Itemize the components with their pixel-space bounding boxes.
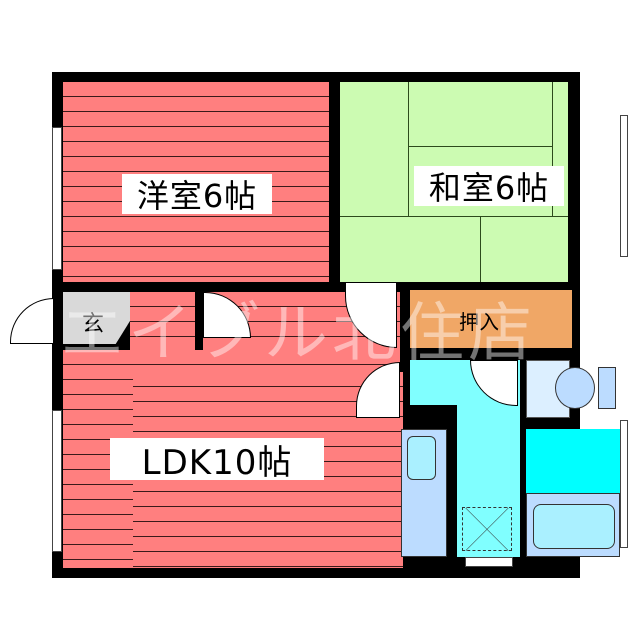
bathroom <box>526 429 620 493</box>
ldk-floor-upper <box>130 292 195 350</box>
window <box>465 557 513 567</box>
western-room-label: 洋室6帖 <box>122 174 272 215</box>
toilet-tank-icon <box>598 367 616 409</box>
toilet-bowl-icon <box>555 367 595 409</box>
ldk-label: LDK10帖 <box>110 438 324 483</box>
japanese-room-label: 和室6帖 <box>414 166 564 207</box>
window <box>52 127 62 270</box>
entrance-door[interactable] <box>10 298 54 344</box>
closet <box>410 290 572 348</box>
bathtub-icon <box>533 504 615 549</box>
tatami-line <box>408 146 552 147</box>
tatami-line <box>552 82 553 216</box>
entrance-label: 玄 <box>82 312 105 337</box>
window <box>620 420 628 548</box>
sink-icon <box>407 436 436 480</box>
tatami-line <box>480 216 481 282</box>
tatami-line <box>340 216 568 217</box>
closet-label: 押入 <box>459 310 499 334</box>
washing-machine-pan <box>462 507 512 551</box>
tatami-line <box>408 82 409 216</box>
window <box>52 410 62 552</box>
window <box>620 115 628 257</box>
